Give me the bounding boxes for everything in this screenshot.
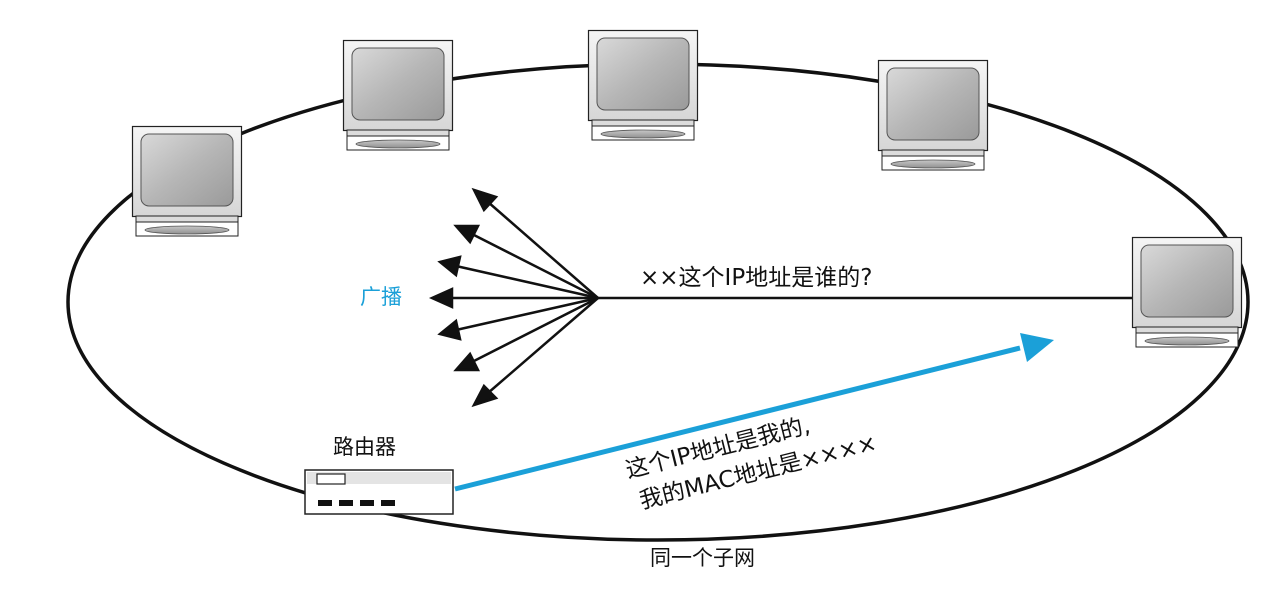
computer-node-2 [342, 39, 454, 151]
router-label: 路由器 [333, 435, 396, 459]
computer-node-4 [877, 59, 989, 171]
computer-node-1 [131, 125, 243, 237]
router-icon [304, 469, 454, 515]
reply-arrow [454, 333, 1054, 492]
subnet-label: 同一个子网 [650, 546, 755, 570]
question-label: ××这个IP地址是谁的? [640, 265, 872, 291]
computer-node-3 [587, 29, 699, 141]
broadcast-arrows [428, 187, 599, 408]
computer-node-5 [1131, 236, 1243, 348]
broadcast-label: 广播 [360, 285, 402, 309]
